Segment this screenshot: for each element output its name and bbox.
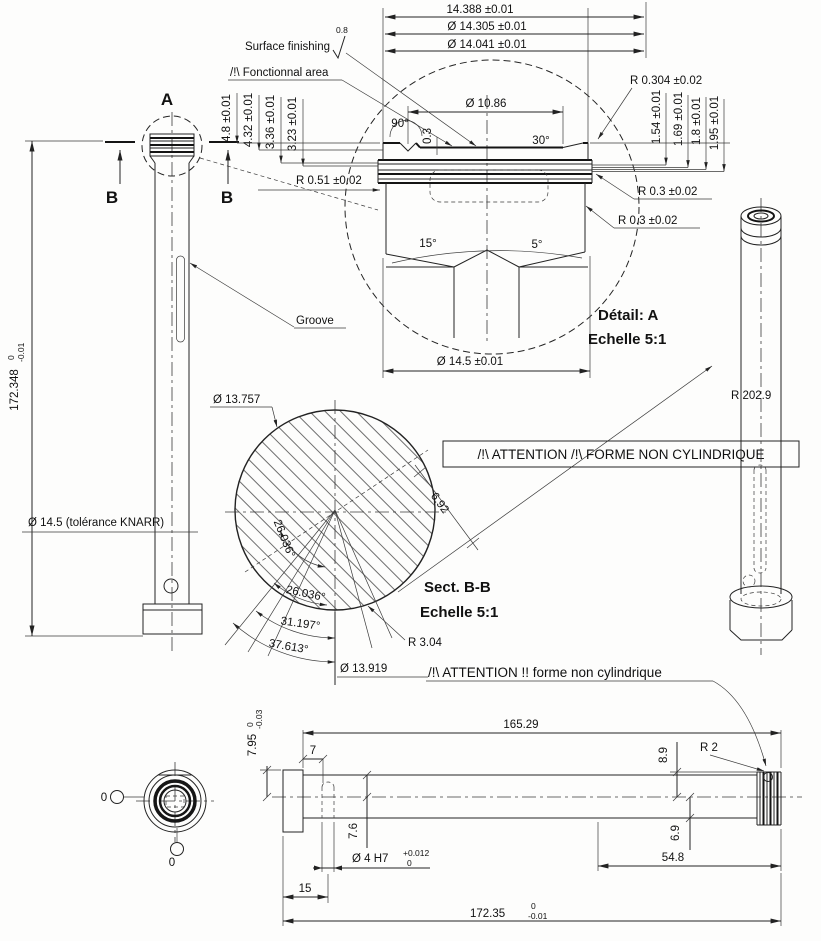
dim-flange-width: 7	[310, 745, 316, 757]
svg-text:-0.01: -0.01	[16, 342, 26, 362]
detail-a-view: 14.388 ±0.01 Ø 14.305 ±0.01 Ø 14.041 ±0.…	[221, 2, 730, 378]
dim-radius-right-1: R 0.3 ±0.02	[638, 186, 697, 198]
sect-bb-title: Sect. B-B	[424, 579, 491, 596]
attention-upper-label: /!\ ATTENTION /!\ FORME NON CYLINDRIQUE	[477, 447, 764, 462]
surface-finishing-label: Surface finishing	[245, 41, 330, 53]
side-view-right: R 202.9	[729, 198, 793, 655]
dim-dia-minor: Ø 13.919	[340, 663, 387, 675]
pin-top-ellipse	[740, 206, 782, 226]
svg-text:+0.012: +0.012	[403, 848, 430, 858]
dim-dia-functional: Ø 10.86	[466, 98, 507, 110]
dim-hole-pos: 15	[299, 883, 312, 895]
datum-balloon-left	[110, 790, 124, 804]
hex-base-bottom	[729, 629, 793, 641]
dim-overall-length-bottom: 172.35 0 -0.01	[470, 901, 548, 921]
dim-height-4: 3.23 ±0.01	[287, 97, 299, 151]
surface-roughness-icon	[332, 35, 346, 60]
attention-upper-box	[442, 440, 800, 468]
dim-tip-length: 54.8	[662, 852, 684, 864]
dim-height-3: 3.36 ±0.01	[265, 95, 277, 149]
dim-dia-major: Ø 13.757	[213, 394, 260, 406]
dim-head-radius-bottom: 6.9	[670, 825, 682, 841]
section-bb-view: 26.036° 26.036° 31.197° 37.613° Ø 13.757…	[210, 365, 800, 685]
dim-angle-vee: 90°	[391, 118, 408, 130]
dim-head-radius-top: 8.9	[658, 747, 670, 763]
dim-angle-3: 31.197°	[280, 615, 321, 632]
dim-step-4: 1.95 ±0.01	[709, 96, 721, 150]
svg-text:Ø 4 H7: Ø 4 H7	[352, 853, 388, 865]
dim-length-to-head: 165.29	[503, 719, 538, 731]
hidden-groove	[429, 169, 549, 203]
dim-height-1: 4.8 ±0.01	[221, 94, 233, 142]
svg-text:-0.01: -0.01	[528, 911, 548, 921]
detail-a-title: Détail: A	[598, 307, 658, 324]
flange-outline	[282, 769, 304, 833]
dim-angle-left: 15°	[419, 238, 436, 250]
dim-radius-lobe: R 3.04	[408, 637, 442, 649]
groove-slot	[176, 255, 185, 343]
dim-step-1: 1.54 ±0.01	[651, 90, 663, 144]
surface-roughness-value: 0.8	[336, 25, 348, 35]
detail-a-scale: Echelle 5:1	[588, 331, 666, 348]
dim-flange-half: 7.95 0 -0.03	[245, 709, 264, 756]
dim-radius-groove-left: R 0.51 ±0.02	[296, 175, 362, 187]
datum-balloon-bottom	[170, 842, 184, 856]
svg-text:0: 0	[6, 355, 16, 360]
dim-angle-chamfer: 30°	[532, 135, 549, 147]
dim-depth-recess: 0.3	[422, 128, 434, 144]
svg-text:0: 0	[407, 858, 412, 868]
base-top-ellipse	[729, 585, 793, 609]
svg-text:0: 0	[531, 901, 536, 911]
svg-text:172.35: 172.35	[470, 908, 505, 920]
detail-a-boundary	[344, 59, 640, 355]
bottom-end-view: 0 0	[101, 762, 214, 869]
functional-area-label: /!\ Fonctionnal area	[230, 67, 329, 79]
svg-text:-0.03: -0.03	[254, 709, 264, 729]
dim-radius-top-right: R 0.304 ±0.02	[630, 75, 702, 87]
datum-bottom-label: 0	[169, 857, 175, 869]
sect-bb-scale: Echelle 5:1	[420, 604, 498, 621]
dim-shaft-dia-note: Ø 14.5 (tolérance KNARR)	[28, 517, 164, 529]
dim-step-2: 1.69 ±0.01	[673, 92, 685, 146]
end-view-outline	[143, 769, 207, 833]
dim-overall-length: 172.348 0 -0.01	[6, 342, 26, 410]
dim-dia-bottom: Ø 14.5 ±0.01	[437, 356, 503, 368]
dim-hole-depth: 7.6	[348, 823, 360, 839]
svg-text:0: 0	[245, 722, 255, 727]
dim-head-corner-radius: R 2	[700, 742, 718, 754]
cross-hole	[163, 578, 179, 594]
groove-label: Groove	[296, 315, 334, 327]
view-a-marker: A	[161, 90, 173, 109]
dim-radius-right-2: R 0.3 ±0.02	[618, 215, 677, 227]
bottom-side-view: 165.29 7.95 0 -0.03 7 7.6 Ø 4 H7 +0.012 …	[245, 665, 802, 926]
svg-text:7.95: 7.95	[247, 734, 259, 756]
dim-dia-inner: Ø 14.041 ±0.01	[447, 39, 526, 51]
dim-angle-right: 5°	[532, 239, 543, 251]
dim-step-3: 1.8 ±0.01	[691, 97, 703, 145]
dim-width-top: 14.388 ±0.01	[446, 4, 513, 16]
attention-lower-label: /!\ ATTENTION !! forme non cylindrique	[428, 665, 662, 680]
dim-hole-dia: Ø 4 H7 +0.012 0	[352, 848, 430, 868]
dim-height-2: 4.32 ±0.01	[243, 93, 255, 147]
dim-dia-outer: Ø 14.305 ±0.01	[447, 21, 526, 33]
datum-left-label: 0	[101, 792, 107, 804]
svg-text:172.348: 172.348	[9, 369, 21, 411]
detail-a-circle	[141, 115, 203, 177]
front-view: A B B 172.348 0 -0.01 Ø 14.5 (tolérance …	[6, 90, 379, 655]
head-corner-lobe	[763, 772, 773, 782]
dim-angle-4: 37.613°	[268, 638, 309, 657]
view-b-marker-left: B	[106, 188, 118, 207]
dim-radius-barrel: R 202.9	[731, 390, 771, 402]
view-b-marker-right: B	[221, 188, 233, 207]
pin-base-outline	[142, 603, 203, 635]
